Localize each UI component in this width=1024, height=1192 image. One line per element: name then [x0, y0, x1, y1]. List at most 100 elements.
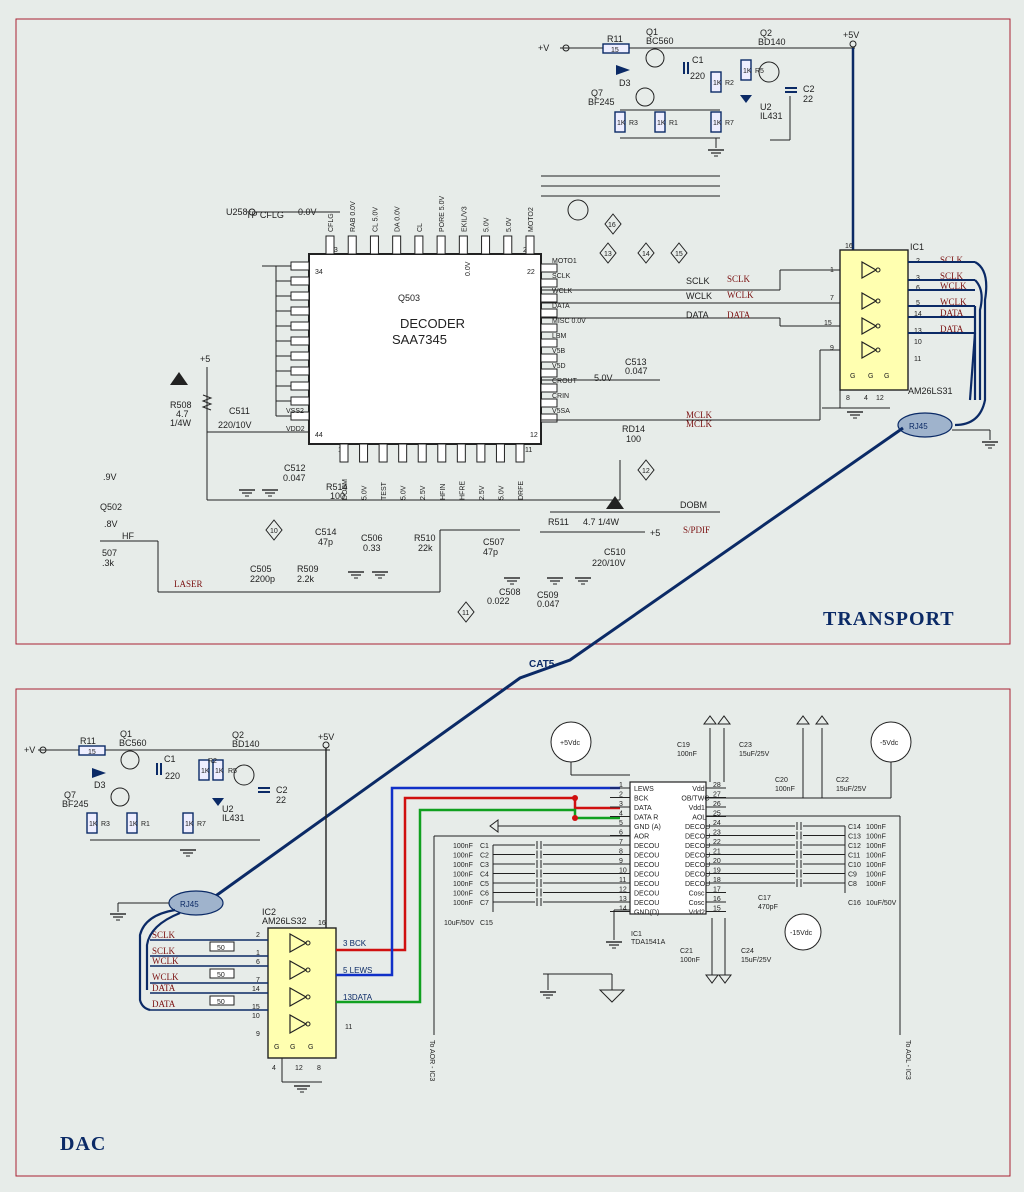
decoder-right-pin: [540, 263, 558, 273]
cat5-cable: [209, 426, 904, 902]
c514-value: 47p: [318, 537, 333, 547]
tda-left-pin-label: DECOU: [634, 900, 659, 907]
decoder-top-pin-label: DA 0.0V: [395, 206, 402, 232]
ic2-label-sclk: SCLK: [152, 930, 176, 940]
decoder-left-pin: [290, 366, 310, 376]
c15-label: C15: [480, 920, 493, 927]
r510-label: R510: [414, 533, 436, 543]
tda-right-pin-number: 27: [713, 792, 721, 799]
decoder-ref: Q503: [398, 293, 420, 303]
tda-right-pin-number: 15: [713, 906, 721, 913]
c23-label: C23: [739, 742, 752, 749]
c17-value: 470pF: [758, 904, 778, 911]
tda-left-pin-number: 6: [619, 830, 623, 837]
ic2-term-r1: [209, 941, 235, 952]
decoder-right-pin: [540, 368, 558, 378]
tda-cap-right-value: 100nF: [866, 872, 886, 879]
ic1-out-label-data: DATA: [940, 308, 964, 318]
tda-supply-arrow-1: [703, 715, 717, 725]
c507-value: 47p: [483, 547, 498, 557]
ic1-bot-12: 12: [876, 395, 884, 402]
psu-vin-label: +V: [538, 43, 549, 53]
decoder-left-pin: [290, 321, 310, 331]
q7-transistor: [635, 87, 655, 107]
ic2-gate: [289, 986, 308, 1008]
decoder-bottom-pin-label: DOBM: [342, 479, 349, 500]
tda-left-pin-label: DECOU: [634, 853, 659, 860]
ic2-term-r3: [209, 995, 235, 1006]
tda-cap-left-label: C2: [480, 853, 489, 860]
dac-rj45-label: RJ45: [180, 900, 199, 909]
c15-value: 10uF/50V: [444, 920, 475, 927]
decoder-left-pin: [290, 351, 310, 361]
tda-right-pin-number: 19: [713, 868, 721, 875]
r514-value: 100: [330, 491, 345, 501]
dac-r1-name: R1: [141, 821, 150, 828]
c514-label: C514: [315, 527, 337, 537]
tda-left-pin-number: 9: [619, 858, 623, 865]
decoder-top-pin: [481, 235, 491, 255]
tda-supply-arrow-3: [796, 715, 810, 725]
decoder-right-pin: [540, 323, 558, 333]
decoder-bottom-pin-label: HFIN: [440, 484, 447, 500]
tda-cap-right-label: C8: [848, 881, 857, 888]
r11-resistor: [602, 43, 630, 54]
q1-type: BC560: [646, 36, 674, 46]
decoder-left-pin-label: VDD2: [286, 426, 305, 433]
decoder-top-pin: [392, 235, 402, 255]
c511-value: 220/10V: [218, 420, 252, 430]
tda-left-pin-number: 5: [619, 820, 623, 827]
tda-supply-arrow-2: [717, 715, 731, 725]
ic2-in-7: 7: [256, 977, 260, 984]
ic1-in-15: 15: [824, 320, 832, 327]
decoder-left-pin: [290, 261, 310, 271]
decoder-right-pin: [540, 278, 558, 288]
decoder-bottom-pin-label: 5.0V: [498, 485, 505, 500]
c17-label: C17: [758, 895, 771, 902]
tda-right-pin-number: 16: [713, 896, 721, 903]
gnd-c506: [371, 571, 389, 579]
tda-left-pin-number: 11: [619, 877, 626, 884]
warning-triangle-left: [170, 372, 188, 385]
ic2-out-data: 13DATA: [343, 993, 373, 1002]
decoder-top-pin-label: 5.0V: [506, 217, 513, 232]
pin-44: 44: [315, 432, 323, 439]
tda-ground-arrow-1: [705, 974, 719, 984]
transport-rj45: [897, 412, 953, 438]
ic1-ground: [846, 411, 864, 419]
ic2-out-bck: 3 BCK: [343, 939, 367, 948]
transport-psu: +V R11 15 Q1 BC560 D3 Q7 BF245 1K 1K 1K …: [538, 27, 859, 157]
ic2-gate-bubble: [305, 994, 311, 1000]
q7-type: BF245: [588, 97, 615, 107]
e-test-point: [567, 199, 589, 221]
decoder-bottom-pin-label: 5.0V: [401, 485, 408, 500]
decoder-top-pin-label: MOTO2: [528, 207, 535, 232]
tda-left-pin-number: 7: [619, 839, 623, 846]
gnd-a-arrow: [489, 819, 499, 833]
ic1-out-label-datan: DATA: [940, 324, 964, 334]
ic2-gate: [289, 1013, 308, 1035]
q1-label: Q1: [646, 27, 658, 37]
tda-cap-right-label: C13: [848, 834, 861, 841]
r510-value: 22k: [418, 543, 433, 553]
tda-left-pin-number: 8: [619, 849, 623, 856]
tda-left-pin-label: BCK: [634, 796, 649, 803]
c22-value: 15uF/25V: [836, 786, 867, 793]
ic1-in-7: 7: [830, 295, 834, 302]
tda-right-pin-label: Cosc: [689, 891, 705, 898]
tda-left-pin-label: DATA R: [634, 815, 658, 822]
decoder-left-pin: [290, 381, 310, 391]
decoder-bottom-pin-label: HFRE: [459, 481, 466, 500]
decoder-top-pin: [325, 235, 335, 255]
c512-label: C512: [284, 463, 306, 473]
r11-label: R11: [607, 34, 623, 44]
ic2-label-wclkn: WCLK: [152, 972, 179, 982]
tda-right-pin-label: DECOU: [685, 862, 710, 869]
dac-r2-name: R2: [208, 758, 217, 765]
decoder-left-pin: [290, 396, 310, 406]
sclk-ic1-label: SCLK: [727, 274, 751, 284]
tda-cap-left-value: 100nF: [453, 862, 473, 869]
tda-right-pin-number: 26: [713, 801, 721, 808]
decoder-top-pin: [436, 235, 446, 255]
c24-label: C24: [741, 948, 754, 955]
